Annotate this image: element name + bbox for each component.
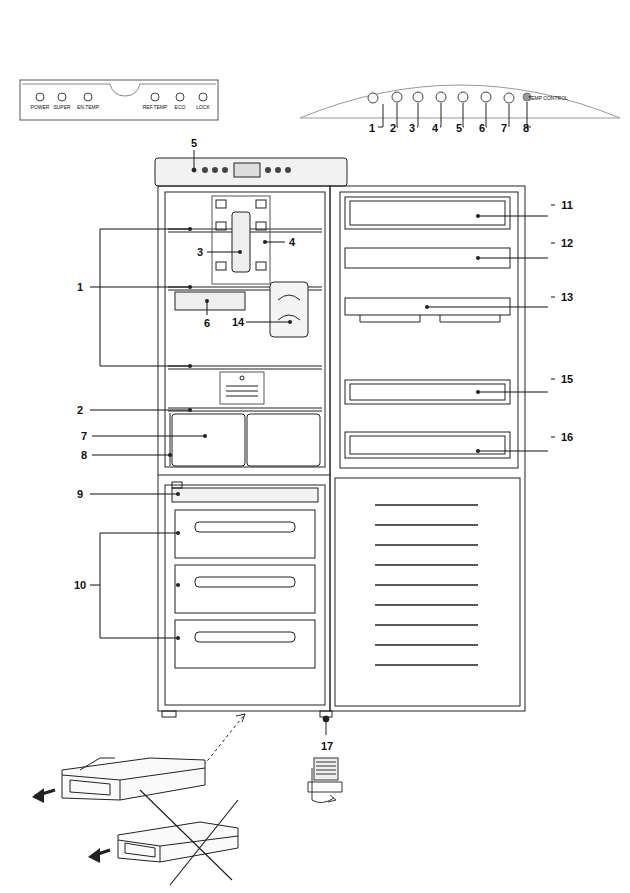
callout-number: 7 [501, 123, 507, 134]
button-label: LOCK [196, 105, 210, 110]
callout-number: 5 [456, 123, 462, 134]
callout-number: 4 [432, 123, 438, 134]
callout-number: 8 [523, 123, 529, 134]
callout-number: 4 [289, 237, 295, 248]
callout-number: 8 [81, 450, 87, 461]
callout-number: 7 [81, 431, 87, 442]
callout-number: 15 [561, 374, 573, 385]
callout-number: 3 [409, 123, 415, 134]
callout-number: 2 [77, 405, 83, 416]
callout-number: 5 [191, 138, 197, 149]
button-label: REF.TEMP [143, 105, 168, 110]
callout-number: 6 [204, 318, 210, 329]
button-label: POWER [31, 105, 50, 110]
callout-number: 9 [77, 489, 83, 500]
callout-number: 12 [561, 238, 573, 249]
button-label: SUPER [53, 105, 70, 110]
callout-number: 3 [197, 247, 203, 258]
callout-number: 1 [369, 123, 375, 134]
button-label: ECO [175, 105, 186, 110]
callout-number: 17 [321, 741, 333, 752]
panel-label: TEMP CONTROL [528, 96, 568, 101]
callout-number: 2 [390, 123, 396, 134]
callout-number: 16 [561, 432, 573, 443]
callout-number: 10 [74, 580, 86, 591]
callout-number: 14 [232, 317, 244, 328]
callout-number: 6 [479, 123, 485, 134]
callout-number: 1 [77, 282, 83, 293]
callout-number: 13 [561, 292, 573, 303]
button-label: EN.TEMP [77, 105, 99, 110]
callout-number: 11 [561, 200, 573, 211]
